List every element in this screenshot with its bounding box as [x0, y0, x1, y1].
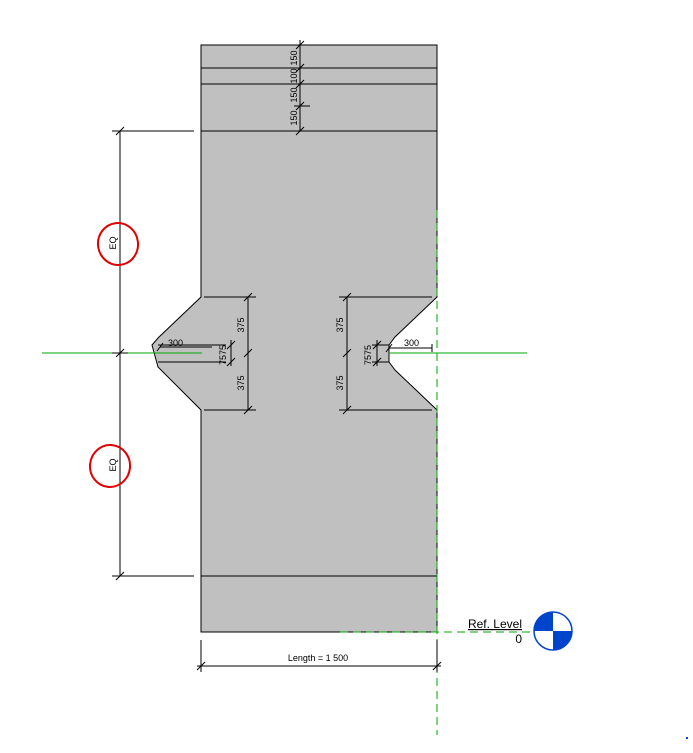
right-notch-small: 7575: [363, 345, 373, 365]
top-dim-3: 150: [289, 87, 299, 102]
left-notch-lower: 375: [236, 375, 246, 390]
top-dimension: [294, 40, 310, 136]
left-eq-dimension: [112, 126, 194, 581]
layer-lines: [201, 67, 437, 577]
right-notch-horizontal: 300: [404, 338, 419, 348]
right-notch-dimensions: [339, 292, 433, 415]
right-notch-upper: 375: [335, 317, 345, 332]
eq-highlight-circle-upper: [96, 222, 140, 266]
length-label: Length = 1 500: [288, 653, 348, 663]
ref-level-name: Ref. Level: [468, 617, 522, 631]
top-dim-1: 150: [289, 50, 299, 65]
wall-outline: [151, 44, 438, 633]
left-notch-upper: 375: [236, 317, 246, 332]
right-notch-lower: 375: [335, 375, 345, 390]
length-dimension: [196, 640, 442, 672]
top-dim-2: 100: [289, 68, 299, 83]
left-notch-small: 7575: [218, 345, 228, 365]
left-notch-dimensions: [156, 292, 256, 415]
level-marker-icon: [533, 611, 573, 651]
eq-highlight-circle-lower: [88, 444, 132, 488]
ref-level-value: 0: [515, 632, 522, 646]
corner-dot: [686, 737, 688, 739]
top-dim-4: 150: [289, 110, 299, 125]
left-notch-horizontal: 300: [168, 338, 183, 348]
eq-label-lower: EQ: [108, 458, 118, 471]
eq-label-upper: EQ: [108, 236, 118, 249]
